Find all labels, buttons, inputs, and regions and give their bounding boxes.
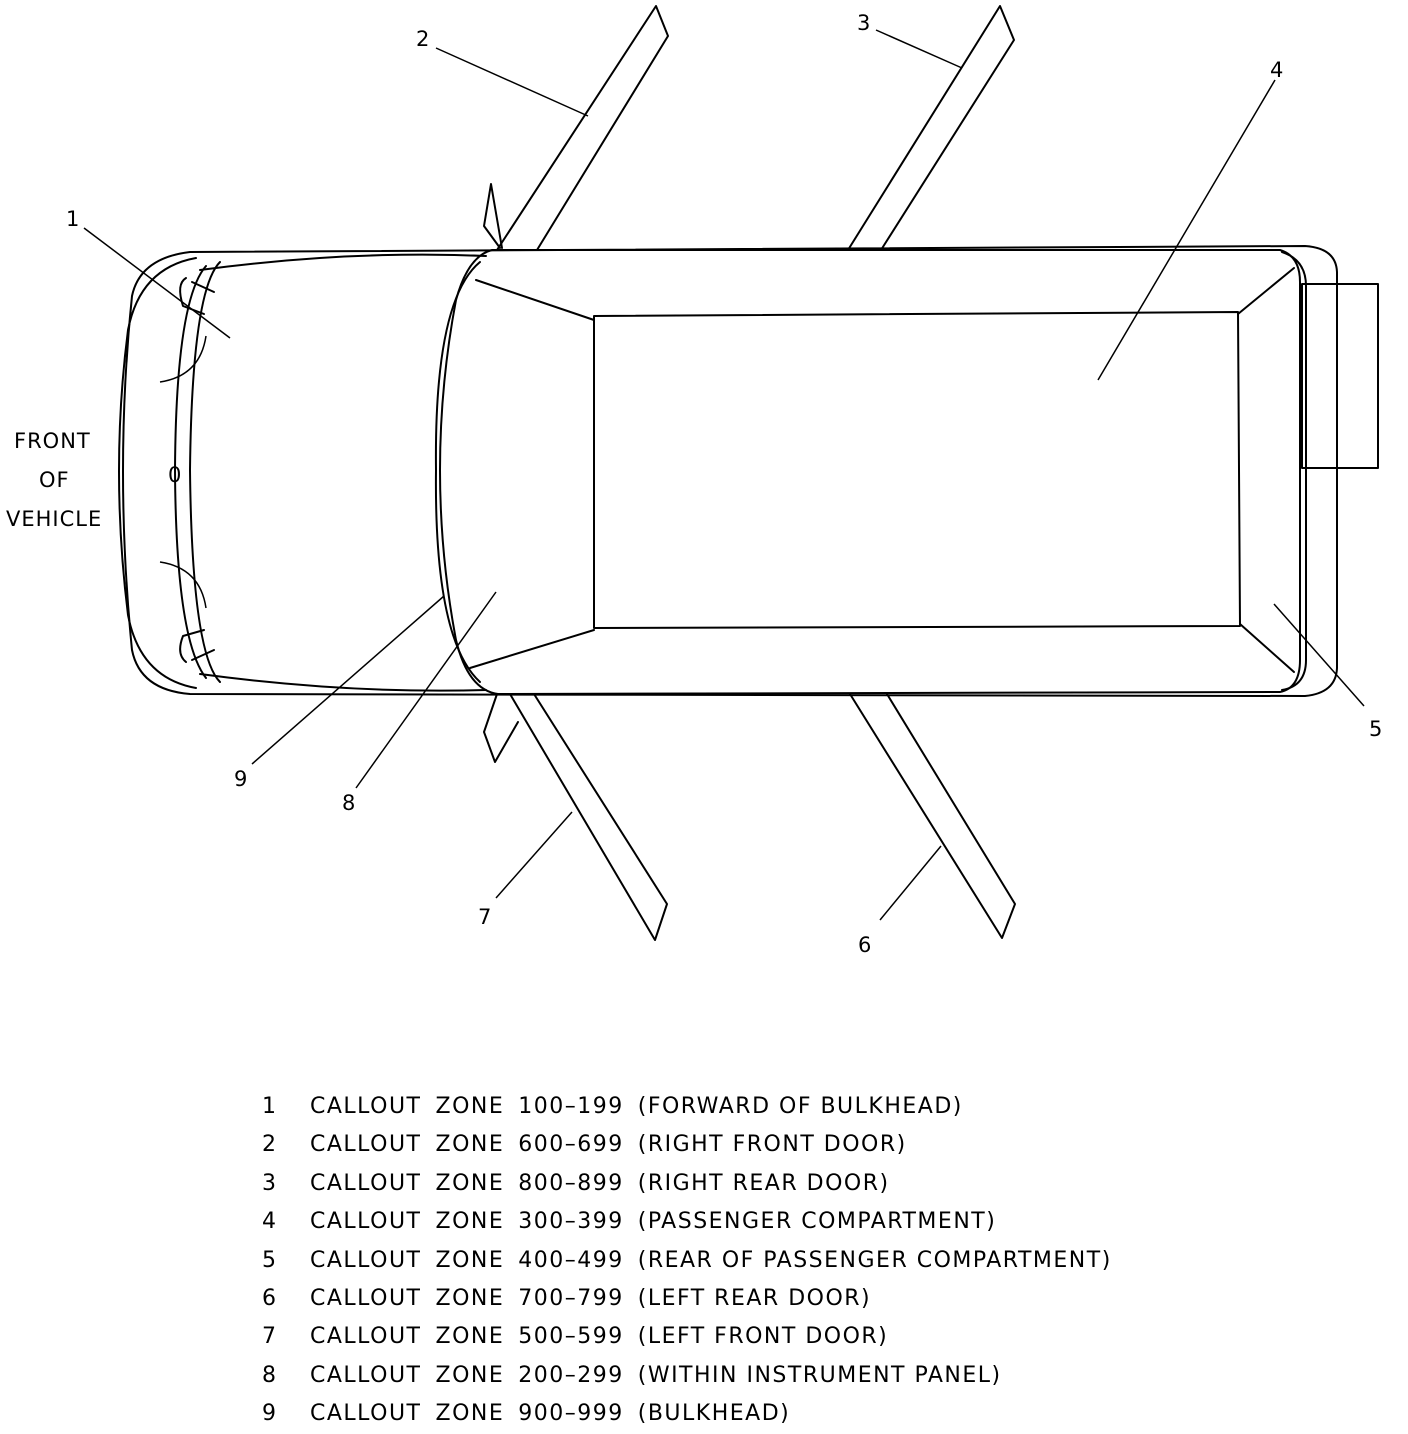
legend-description: (FORWARD OF BULKHEAD): [637, 1094, 963, 1119]
legend-item: 8 CALLOUT ZONE 200–299 (WITHIN INSTRUMENT PA…: [262, 1357, 1112, 1395]
callout-number-9: 9: [234, 767, 247, 791]
callout-number-8: 8: [342, 791, 355, 815]
legend-description: (PASSENGER COMPARTMENT): [637, 1209, 997, 1235]
legend-zone-word: ZONE: [435, 1247, 505, 1273]
legend-description: (LEFT FRONT DOOR): [637, 1324, 889, 1350]
callout-number-6: 6: [858, 933, 871, 957]
left-front-door-strip: [483, 693, 668, 941]
legend-callout-word: CALLOUT: [310, 1324, 422, 1350]
right-front-door-strip: [483, 5, 669, 251]
legend-number: 9: [262, 1401, 278, 1427]
legend-range: 900–999: [518, 1401, 624, 1427]
legend-zone-word: ZONE: [435, 1209, 505, 1235]
legend-description: (REAR OF PASSENGER COMPARTMENT): [637, 1247, 1112, 1273]
legend-description: (WITHIN INSTRUMENT PANEL): [637, 1362, 1002, 1388]
legend-item: 4 CALLOUT ZONE 300–399 (PASSENGER COMPARTMEN…: [262, 1203, 1112, 1241]
legend-item: 2 CALLOUT ZONE 600–699 (RIGHT FRONT DOOR): [262, 1126, 1112, 1164]
vehicle-body: [118, 245, 1379, 697]
front-of-vehicle-label: FRONT OF VEHICLE: [6, 429, 102, 531]
svg-text:VEHICLE: VEHICLE: [6, 507, 102, 531]
legend-description: (BULKHEAD): [637, 1401, 791, 1427]
legend-callout-word: CALLOUT: [310, 1247, 422, 1273]
leader-lines: [83, 29, 1365, 921]
callout-number-1: 1: [66, 207, 79, 231]
legend-range: 300–399: [518, 1209, 624, 1235]
legend-number: 2: [262, 1132, 278, 1158]
legend-item: 1 CALLOUT ZONE 100–199 (FORWARD OF BULKHEAD): [262, 1088, 1112, 1126]
vehicle-zone-diagram: FRONT OF VEHICLE 0 1 2 3 4 5 6 7 8 9: [6, 5, 1382, 957]
legend-range: 100–199: [518, 1094, 624, 1119]
callout-number-5: 5: [1369, 717, 1382, 741]
legend-description: (RIGHT REAR DOOR): [637, 1170, 890, 1196]
legend-item: 5 CALLOUT ZONE 400–499 (REAR OF PASSENGER CO…: [262, 1242, 1112, 1280]
legend-zone-word: ZONE: [435, 1401, 505, 1427]
legend-callout-word: CALLOUT: [310, 1401, 422, 1427]
legend-zone-word: ZONE: [435, 1132, 505, 1158]
legend-number: 6: [262, 1286, 278, 1312]
legend-callout-word: CALLOUT: [310, 1362, 422, 1388]
legend-number: 3: [262, 1170, 278, 1196]
right-rear-door-strip: [847, 5, 1015, 251]
legend-number: 7: [262, 1324, 278, 1350]
legend-number: 4: [262, 1209, 278, 1235]
svg-text:OF: OF: [39, 468, 70, 492]
legend-range: 700–799: [518, 1286, 624, 1312]
callout-number-7: 7: [478, 905, 491, 929]
legend-callout-word: CALLOUT: [310, 1132, 422, 1158]
legend-zone-word: ZONE: [435, 1362, 505, 1388]
legend-zone-word: ZONE: [435, 1170, 505, 1196]
left-rear-door-strip: [849, 693, 1016, 939]
legend-callout-word: CALLOUT: [310, 1094, 422, 1119]
callout-number-2: 2: [416, 27, 429, 51]
legend-number: 1: [262, 1094, 278, 1119]
callout-number-4: 4: [1270, 58, 1283, 82]
legend-zone-word: ZONE: [435, 1324, 505, 1350]
legend-callout-word: CALLOUT: [310, 1170, 422, 1196]
legend-zone-word: ZONE: [435, 1094, 505, 1119]
legend-range: 600–699: [518, 1132, 624, 1158]
front-marker: 0: [168, 463, 181, 487]
legend-number: 8: [262, 1362, 278, 1388]
legend-description: (RIGHT FRONT DOOR): [637, 1132, 907, 1158]
legend-item: 9 CALLOUT ZONE 900–999 (BULKHEAD): [262, 1395, 1112, 1433]
legend-description: (LEFT REAR DOOR): [637, 1286, 872, 1312]
legend-zone-word: ZONE: [435, 1286, 505, 1312]
legend-callout-word: CALLOUT: [310, 1209, 422, 1235]
legend-range: 500–599: [518, 1324, 624, 1350]
legend-range: 400–499: [518, 1247, 624, 1273]
legend-item: 7 CALLOUT ZONE 500–599 (LEFT FRONT DOOR): [262, 1318, 1112, 1356]
legend-item: 3 CALLOUT ZONE 800–899 (RIGHT REAR DOOR): [262, 1165, 1112, 1203]
legend-range: 800–899: [518, 1170, 624, 1196]
legend-range: 200–299: [518, 1362, 624, 1388]
legend-callout-word: CALLOUT: [310, 1286, 422, 1312]
legend-number: 5: [262, 1247, 278, 1273]
svg-text:FRONT: FRONT: [14, 429, 91, 453]
callout-number-3: 3: [857, 11, 870, 35]
legend-item: 6 CALLOUT ZONE 700–799 (LEFT REAR DOOR): [262, 1280, 1112, 1318]
